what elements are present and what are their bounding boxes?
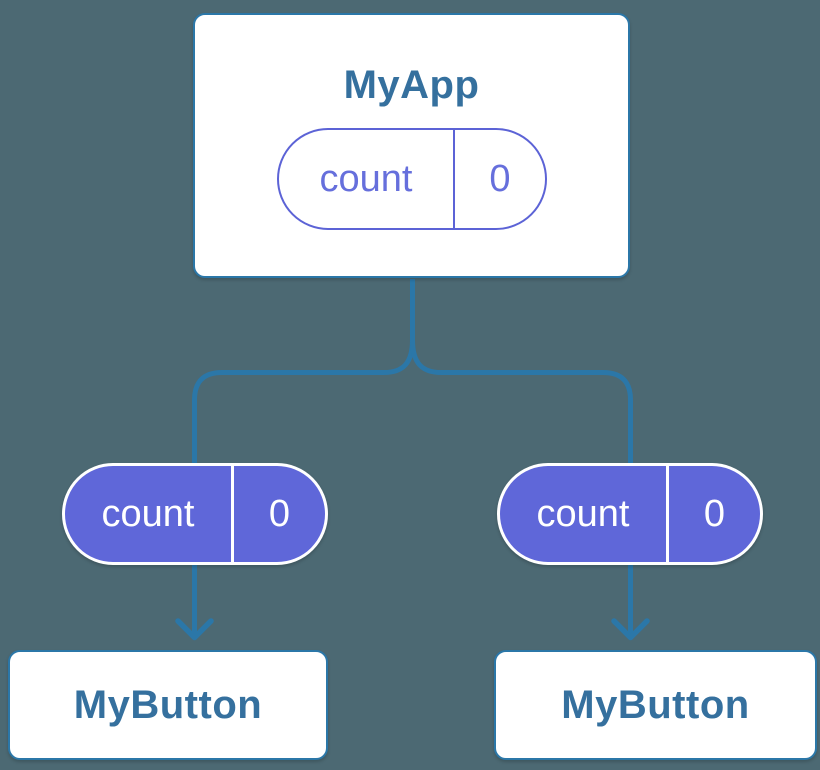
state-value: 0	[489, 157, 511, 200]
state-pill-right: count 0	[497, 463, 763, 565]
pill-divider	[666, 466, 669, 562]
arrow-down-right-icon	[611, 618, 650, 641]
connector-branch-right	[410, 339, 633, 634]
state-value: 0	[268, 492, 291, 535]
pill-divider	[231, 466, 234, 562]
myapp-card: MyApp count 0	[193, 13, 630, 278]
mybutton-card-right: MyButton	[494, 650, 817, 760]
mybutton-card-left: MyButton	[8, 650, 328, 760]
state-value: 0	[703, 492, 726, 535]
state-pill-root: count 0	[277, 128, 547, 230]
state-pill-left: count 0	[62, 463, 328, 565]
arrow-down-left-icon	[175, 618, 214, 641]
pill-divider	[453, 130, 455, 228]
component-title: MyApp	[343, 63, 480, 107]
state-name-label: count	[536, 492, 630, 535]
state-name-label: count	[319, 157, 413, 200]
connector-branch-left	[192, 339, 415, 634]
state-name-label: count	[101, 492, 195, 535]
